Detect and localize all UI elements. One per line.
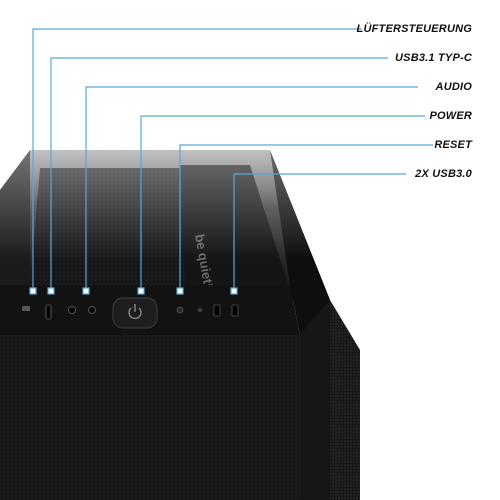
front-mesh-panel — [0, 335, 300, 500]
headphone-jack-icon[interactable] — [88, 306, 96, 314]
callout-label-usb-c: USB3.1 TYP-C — [395, 52, 472, 64]
hdd-led-icon — [198, 308, 202, 312]
callout-markers — [29, 287, 238, 295]
usb-c-port-icon[interactable] — [45, 304, 52, 320]
reset-button-icon[interactable] — [176, 306, 184, 314]
callout-label-reset: RESET — [434, 139, 472, 151]
side-panel-edge — [300, 300, 330, 500]
usb-a-port-icon[interactable] — [213, 304, 221, 317]
callout-line-usbc — [50, 57, 388, 291]
callout-label-power: POWER — [429, 110, 472, 122]
callout-label-usb3: 2X USB3.0 — [415, 168, 472, 180]
power-button[interactable] — [112, 297, 158, 329]
callout-line-power — [140, 115, 425, 291]
side-mesh-panel — [330, 300, 360, 500]
callout-line-fan — [32, 28, 362, 291]
usb-a-port-icon[interactable] — [231, 304, 239, 317]
callout-line-audio — [85, 86, 418, 291]
power-button-icon — [128, 304, 142, 320]
callout-line-reset — [179, 144, 433, 291]
callout-label-audio: AUDIO — [435, 81, 472, 93]
callout-line-usb3 — [233, 173, 406, 291]
fan-switch-icon[interactable] — [22, 306, 30, 311]
callout-lines — [32, 28, 433, 291]
top-fade-overlay — [0, 0, 500, 260]
callout-label-fan-control: LÜFTERSTEUERUNG — [356, 23, 472, 35]
microphone-jack-icon[interactable] — [68, 306, 76, 314]
